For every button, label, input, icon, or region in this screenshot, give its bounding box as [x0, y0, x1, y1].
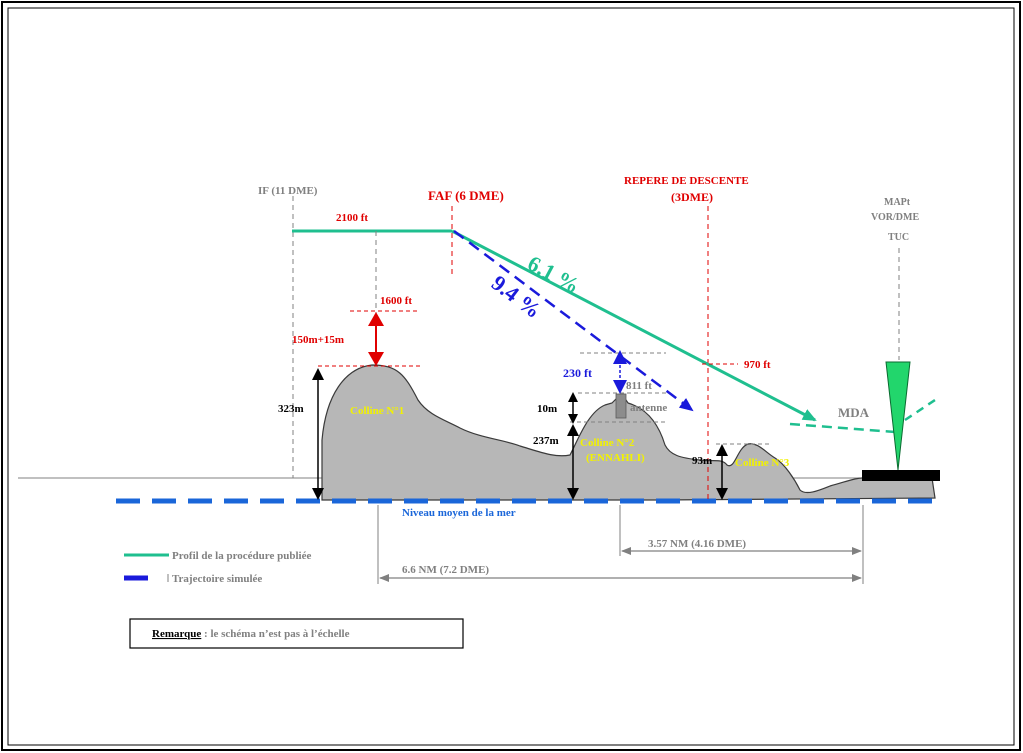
hill3-name-label: Colline N°3	[735, 457, 790, 469]
alt-2100-label: 2100 ft	[336, 212, 368, 224]
antenna-height-label: 10m	[537, 403, 557, 415]
published-descent-segment	[451, 229, 817, 422]
mapt-label-1: MAPt	[884, 197, 911, 208]
mda-line	[789, 422, 896, 434]
antenna-clearance-arrowhead-down	[613, 380, 627, 394]
antenna-mast	[615, 393, 627, 419]
sea-level-label: Niveau moyen de la mer	[402, 507, 516, 519]
mapt-label-3: TUC	[888, 232, 909, 243]
note-box	[129, 618, 464, 649]
antenna-height-arrowhead-up	[568, 392, 578, 402]
alt-1600-label: 1600 ft	[380, 295, 412, 307]
legend-published-label: Profil de la procédure publiée	[172, 550, 311, 562]
hill3-height-label: 93m	[692, 455, 712, 467]
note-body: : le schéma n’est pas à l’échelle	[201, 628, 349, 640]
antenna-height-arrowhead-down	[568, 414, 578, 424]
antenna-clearance-label: 230 ft	[563, 366, 592, 380]
hill2-height-arrowhead-up	[567, 424, 579, 436]
distance-short-label: 3.57 NM (4.16 DME)	[648, 538, 746, 550]
antenna-label: antenne	[630, 402, 667, 414]
hill2-name-label-1: Colline N°2	[580, 437, 635, 449]
if-label: IF (11 DME)	[258, 185, 318, 197]
antenna-top-alt-label: 811 ft	[626, 380, 652, 392]
simulated-trajectory	[453, 230, 694, 412]
hill3-height-arrowhead-up	[716, 444, 728, 456]
antenna-clearance-arrowhead-up	[613, 350, 627, 364]
faf-label: FAF (6 DME)	[428, 188, 504, 203]
distance-long-label: 6.6 NM (7.2 DME)	[402, 564, 489, 576]
note-text: Remarque : le schéma n’est pas à l’échel…	[152, 628, 350, 640]
margin-label: 150m+15m	[292, 334, 344, 346]
hill1-height-label: 323m	[278, 403, 304, 415]
hill2-height-arrowhead-down	[567, 488, 579, 500]
hill1-name-label: Colline N°1	[350, 405, 404, 417]
hill1-height-arrowhead-up	[312, 368, 324, 380]
note-title: Remarque	[152, 628, 201, 640]
hill3-height-arrowhead-down	[716, 488, 728, 500]
hill1-clearance-arrowhead-up	[368, 312, 384, 326]
hill2-name-label-2: (ENNAHLI)	[586, 452, 645, 464]
mapt-label-2: VOR/DME	[871, 212, 919, 223]
mapt-runway-bar	[862, 470, 940, 481]
hill2-height-label: 237m	[533, 435, 559, 447]
missed-approach-line	[904, 398, 936, 422]
descent-fix-label-2: (3DME)	[671, 190, 713, 204]
descent-fix-label-1: REPERE DE DESCENTE	[624, 175, 749, 187]
vor-dme-cone	[885, 361, 911, 471]
mda-label: MDA	[838, 405, 870, 420]
terrain-profile	[321, 364, 936, 501]
hill1-clearance-arrowhead-down	[368, 352, 384, 366]
inner-frame	[7, 7, 1015, 746]
alt-970-label: 970 ft	[744, 359, 771, 371]
legend-simulated-label: Trajectoire simulée	[172, 573, 262, 585]
hill1-height-arrowhead-down	[312, 488, 324, 500]
